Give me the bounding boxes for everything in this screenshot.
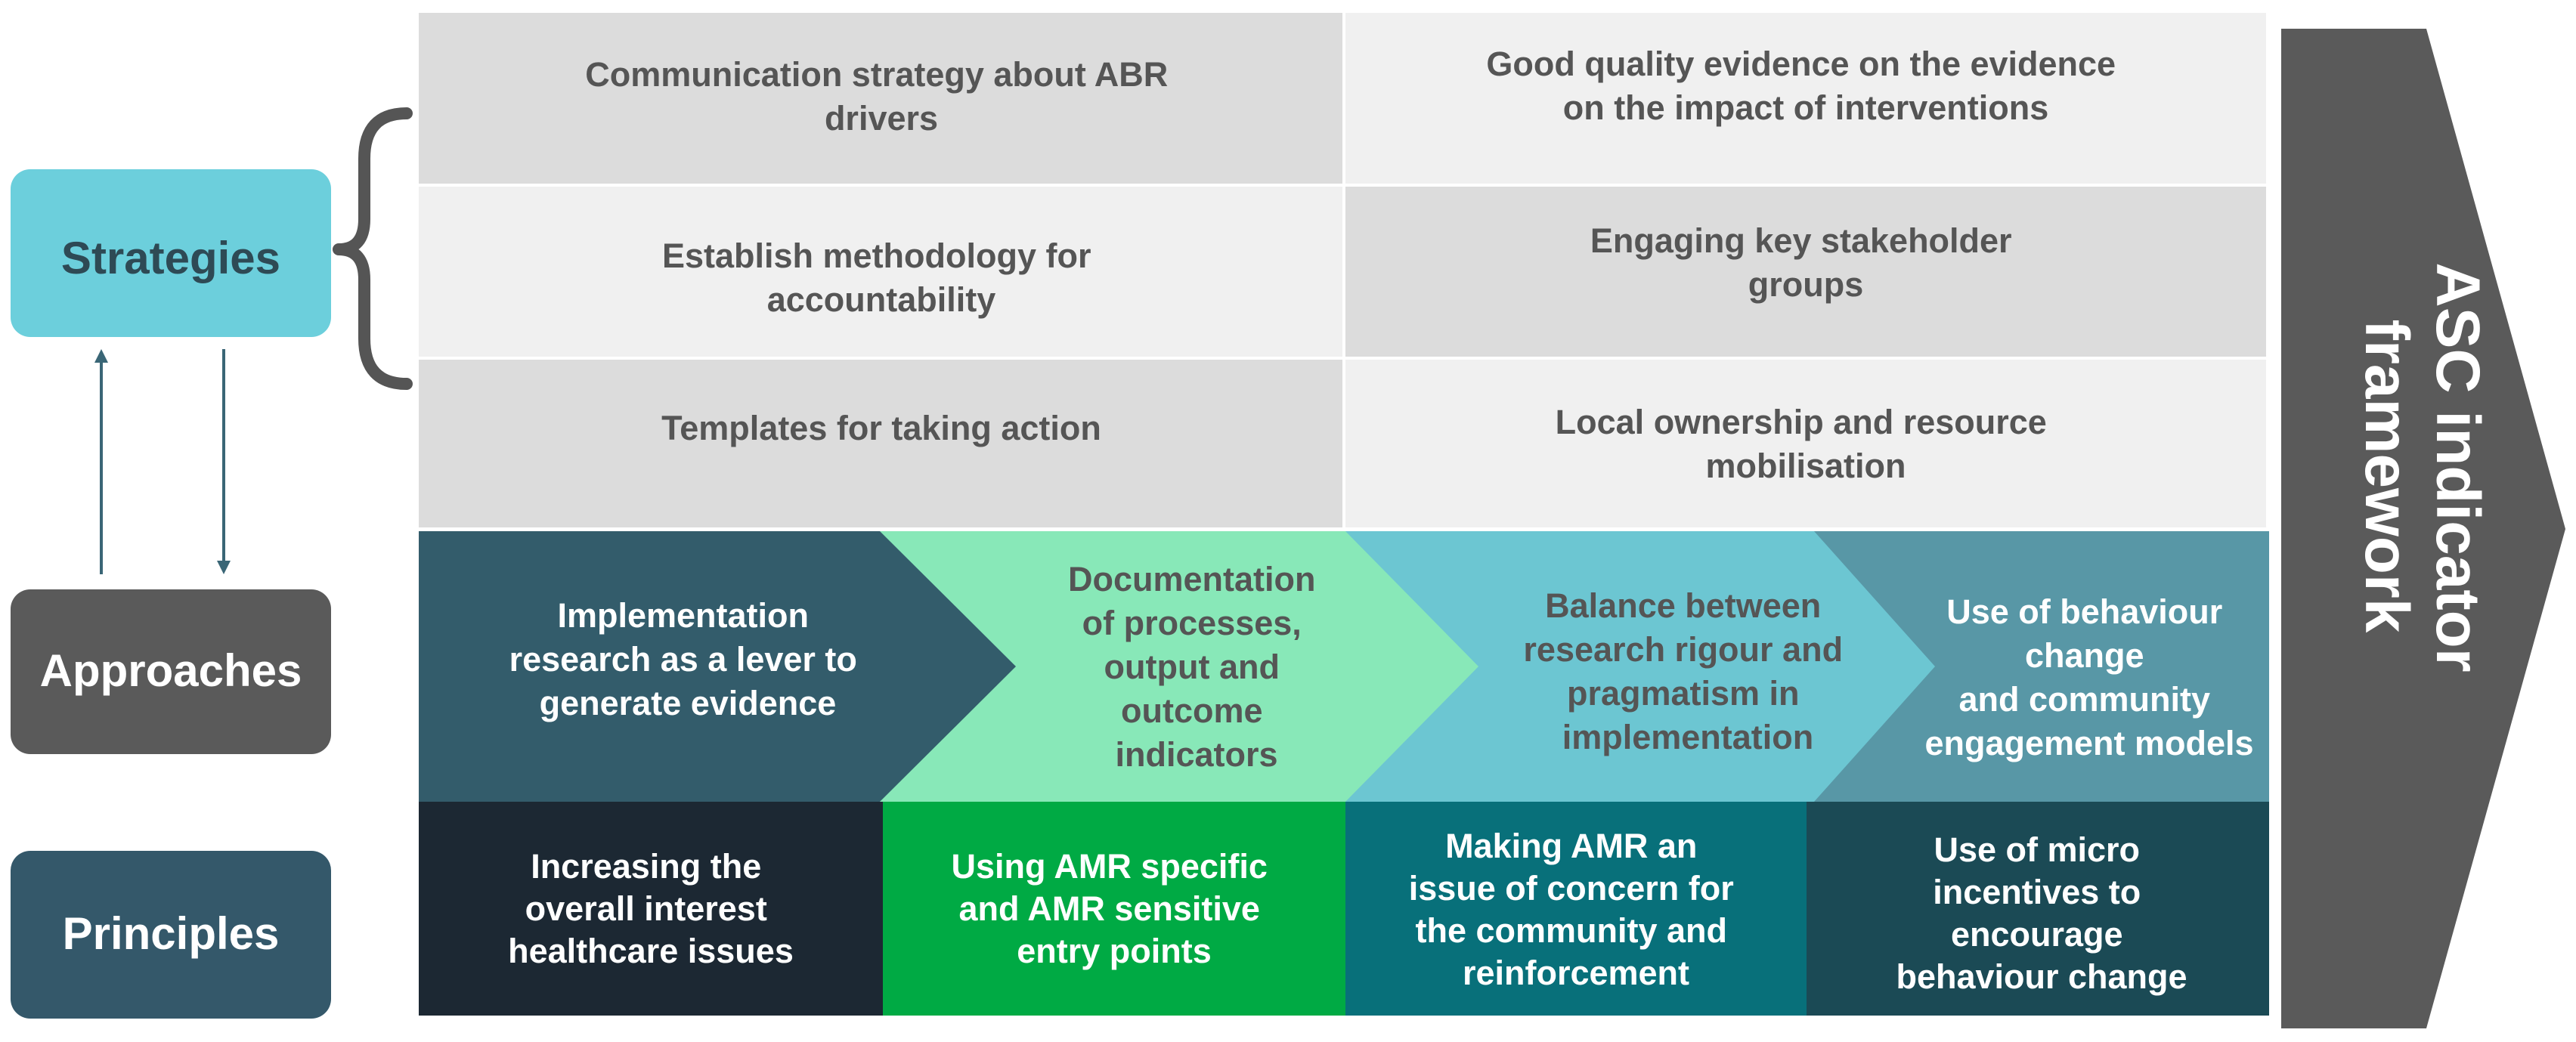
approach-text-1: Implementation research as a lever to ge…	[509, 596, 867, 722]
framework-line-1: ASC indicator	[2423, 263, 2492, 673]
approach-1-line-1: Implementation	[557, 596, 809, 635]
principle-text-1: Increasing the overall interest healthca…	[508, 847, 794, 970]
strategy-3-line-2: accountability	[767, 280, 996, 319]
strategy-3-line-1: Establish methodology for	[662, 237, 1091, 275]
up-arrowhead-icon	[94, 349, 108, 363]
principle-3-line-2: issue of concern for	[1409, 869, 1734, 907]
strategy-text-6: Local ownership and resource mobilisatio…	[1556, 403, 2057, 485]
strategy-6-line-1: Local ownership and resource	[1556, 403, 2047, 441]
principle-4-line-2: incentives to	[1933, 873, 2141, 911]
strategy-6-line-2: mobilisation	[1705, 447, 1906, 485]
strategies-brace	[333, 107, 413, 390]
feedback-arrows	[94, 349, 231, 574]
approaches-label-box	[11, 589, 331, 754]
principles-label: Principles	[63, 908, 280, 959]
approaches-band: Implementation research as a lever to ge…	[419, 531, 2269, 802]
principle-1-line-2: overall interest	[525, 889, 767, 928]
strategy-text-2: Good quality evidence on the evidence on…	[1486, 45, 2125, 127]
strategy-2-line-2: on the impact of interventions	[1563, 88, 2049, 127]
principle-cell-4	[1807, 802, 2269, 1016]
approaches-label: Approaches	[40, 645, 302, 696]
principle-3-line-1: Making AMR an	[1445, 827, 1697, 865]
principle-3-line-4: reinforcement	[1463, 954, 1689, 992]
framework-label: ASC indicator framework	[2352, 263, 2492, 690]
approach-chevron-3	[1345, 531, 1935, 802]
side-labels: Strategies Approaches Principles	[11, 169, 331, 1019]
approach-4-line-3: and community	[1958, 680, 2210, 719]
strategy-1-line-1: Communication strategy about ABR	[585, 55, 1168, 94]
approach-3-line-1: Balance between	[1545, 586, 1821, 625]
approach-4-line-1: Use of behaviour	[1946, 592, 2222, 631]
principle-cell-1	[419, 802, 883, 1016]
principle-text-3: Making AMR an issue of concern for the c…	[1409, 827, 1744, 992]
approach-4-line-2: change	[2025, 636, 2144, 675]
principle-cell-3	[1345, 802, 1807, 1016]
framework-arrow-shape	[2281, 29, 2565, 1028]
principle-4-line-1: Use of micro	[1934, 830, 2140, 869]
approach-3-line-2: research rigour and	[1523, 630, 1843, 669]
strategy-2-line-1: Good quality evidence on the evidence	[1486, 45, 2116, 83]
approach-1-line-3: generate evidence	[540, 684, 837, 722]
approach-4-line-4: engagement models	[1924, 724, 2253, 762]
approach-text-2: Documentation of processes, output and o…	[1068, 560, 1325, 774]
approach-2-line-2: of processes,	[1082, 604, 1302, 642]
strategy-text-5: Templates for taking action	[661, 409, 1101, 447]
down-arrowhead-icon	[217, 561, 231, 574]
approach-3-line-3: pragmatism in	[1567, 674, 1800, 713]
strategies-grid: Communication strategy about ABR drivers…	[419, 13, 2266, 527]
approach-chevron-4	[1814, 531, 2269, 802]
framework-arrow: ASC indicator framework	[2281, 29, 2565, 1028]
framework-line-2: framework	[2352, 320, 2421, 633]
strategy-cell-5	[419, 360, 1342, 527]
principle-1-line-3: healthcare issues	[508, 932, 794, 970]
strategy-cell-3	[419, 187, 1342, 357]
principle-2-line-3: entry points	[1017, 932, 1212, 970]
principle-text-2: Using AMR specific and AMR sensitive ent…	[952, 847, 1277, 970]
strategy-cell-1	[419, 13, 1342, 184]
principles-row: Increasing the overall interest healthca…	[419, 802, 2269, 1016]
strategy-5-line-1: Templates for taking action	[661, 409, 1101, 447]
principle-2-line-2: and AMR sensitive	[959, 889, 1260, 928]
approach-chevron-2	[880, 531, 1478, 802]
strategy-cell-4	[1345, 187, 2266, 357]
principle-3-line-3: the community and	[1415, 911, 1727, 950]
approach-2-line-3: output and	[1104, 648, 1280, 686]
principles-label-box	[11, 851, 331, 1019]
strategy-4-line-2: groups	[1748, 265, 1864, 304]
approach-3-line-4: implementation	[1562, 718, 1814, 756]
strategy-text-4: Engaging key stakeholder groups	[1590, 221, 2021, 304]
approach-1-line-2: research as a lever to	[509, 640, 857, 679]
principle-1-line-1: Increasing the	[531, 847, 761, 886]
strategy-text-3: Establish methodology for accountability	[662, 237, 1101, 319]
principle-text-4: Use of micro incentives to encourage beh…	[1896, 830, 2187, 996]
principle-4-line-4: behaviour change	[1896, 957, 2187, 996]
strategy-1-line-2: drivers	[825, 99, 938, 138]
strategies-label: Strategies	[61, 233, 280, 283]
strategy-4-line-1: Engaging key stakeholder	[1590, 221, 2012, 260]
principle-cell-2	[883, 802, 1345, 1016]
approach-2-line-1: Documentation	[1068, 560, 1316, 598]
strategy-text-1: Communication strategy about ABR drivers	[585, 55, 1177, 138]
strategy-cell-6	[1345, 360, 2266, 527]
principle-2-line-1: Using AMR specific	[952, 847, 1268, 886]
approach-text-3: Balance between research rigour and prag…	[1523, 586, 1852, 756]
strategies-label-box	[11, 169, 331, 337]
approach-2-line-4: outcome	[1121, 691, 1263, 730]
approach-2-line-5: indicators	[1115, 735, 1277, 774]
approach-text-4: Use of behaviour change and community en…	[1924, 592, 2253, 762]
principle-4-line-3: encourage	[1951, 915, 2123, 954]
approach-chevron-1	[419, 531, 1016, 802]
strategy-cell-2	[1345, 13, 2266, 184]
